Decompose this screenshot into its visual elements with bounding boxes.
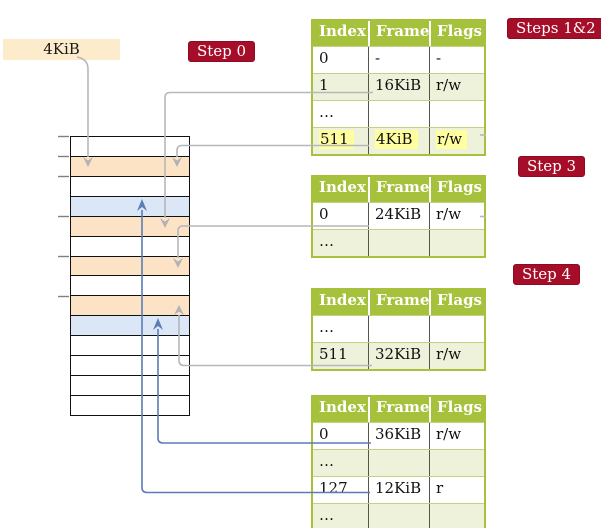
memory-frame-row-data [71,196,189,217]
pt-cell: r/w [429,74,484,100]
pt-cell: 16KiB [368,74,429,100]
pt-cell [429,504,484,528]
pt-cell: 511 [319,345,348,363]
pt-cell: r/w [429,343,484,369]
pt-row: 0 -- [313,46,484,73]
pt-cell [368,504,429,528]
pt-cell: r/w [429,203,484,229]
memory-frame-row-table [71,296,189,317]
pt-row: … [313,503,484,528]
memory-frame-row-table [71,216,189,237]
frame-address-box: 4KiB [3,39,120,60]
pt-cell: 0 [319,205,329,223]
pt-row: … [313,315,484,342]
pt-cell: 511 [313,128,368,154]
pt-cell: 127 [319,479,348,497]
memory-frame-row-plain [71,236,189,257]
pt-header-cell: Flags [429,397,484,422]
pt-cell-highlight: 511 [319,130,354,149]
pt-cell [368,230,429,256]
pt-cell [368,316,429,342]
pt-cell: … [319,232,334,250]
pt-cell: 12KiB [368,477,429,503]
pt-cell: r [429,477,484,503]
pt-row: 511 4KiB r/w [313,127,484,154]
pt-row: … [313,449,484,476]
pt-cell: 36KiB [368,423,429,449]
memory-frame-row-plain [71,376,189,396]
pt-row: … [313,229,484,256]
pt-cell: … [319,318,334,336]
pt-row: … [313,100,484,127]
memory-frame-row-plain [71,395,189,415]
pt-cell: … [319,506,334,524]
pt-cell: 1 [319,76,329,94]
pt-cell [429,316,484,342]
memory-frame-row-data [71,316,189,337]
memory-frame-row-table [71,256,189,277]
pt-cell: … [319,103,334,121]
pt-header-cell: Flags [429,177,484,202]
pt-cell [429,230,484,256]
pt-cell: 32KiB [368,343,429,369]
pt-cell [429,450,484,476]
pt-cell [368,450,429,476]
pt-header-cell: Frame [368,177,429,202]
pt-cell: 0 [319,425,329,443]
pt-cell-highlight: r/w [436,130,468,149]
pt-header-cell: Frame [368,290,429,315]
memory-frame-row-plain [71,137,189,157]
pt-header-cell: Index [319,178,366,196]
pt-header-cell: Frame [368,21,429,46]
step-4-label: Step 4 [513,264,581,285]
pt-cell: 0 [319,49,329,67]
memory-tick-marks [58,135,69,298]
memory-frame-row-plain [71,176,189,197]
memory-frame-row-plain [71,276,189,297]
pt-header-cell: Frame [368,397,429,422]
pt-cell-highlight: 4KiB [375,130,418,149]
pt-cell: r/w [429,423,484,449]
pt-cell: 24KiB [368,203,429,229]
step-0-label: Step 0 [188,41,256,62]
pt-cell: - [368,47,429,73]
pt-cell: 4KiB [368,128,429,154]
pt-cell [429,101,484,127]
pt-cell: r/w [429,128,484,154]
pt-cell: … [319,452,334,470]
pt-header-cell: Index [319,398,366,416]
steps-1-2-label: Steps 1&2 [507,18,601,39]
pt-header-cell: Flags [429,290,484,315]
memory-frame-row-plain [71,356,189,377]
memory-column [70,136,190,416]
pt-cell [368,101,429,127]
memory-frame-row-plain [71,336,189,357]
pt-header-cell: Index [319,22,366,40]
memory-frame-row-table [71,156,189,177]
pt-header-cell: Index [319,291,366,309]
pt-cell: - [429,47,484,73]
step-3-label: Step 3 [518,156,586,177]
pt-header-cell: Flags [429,21,484,46]
